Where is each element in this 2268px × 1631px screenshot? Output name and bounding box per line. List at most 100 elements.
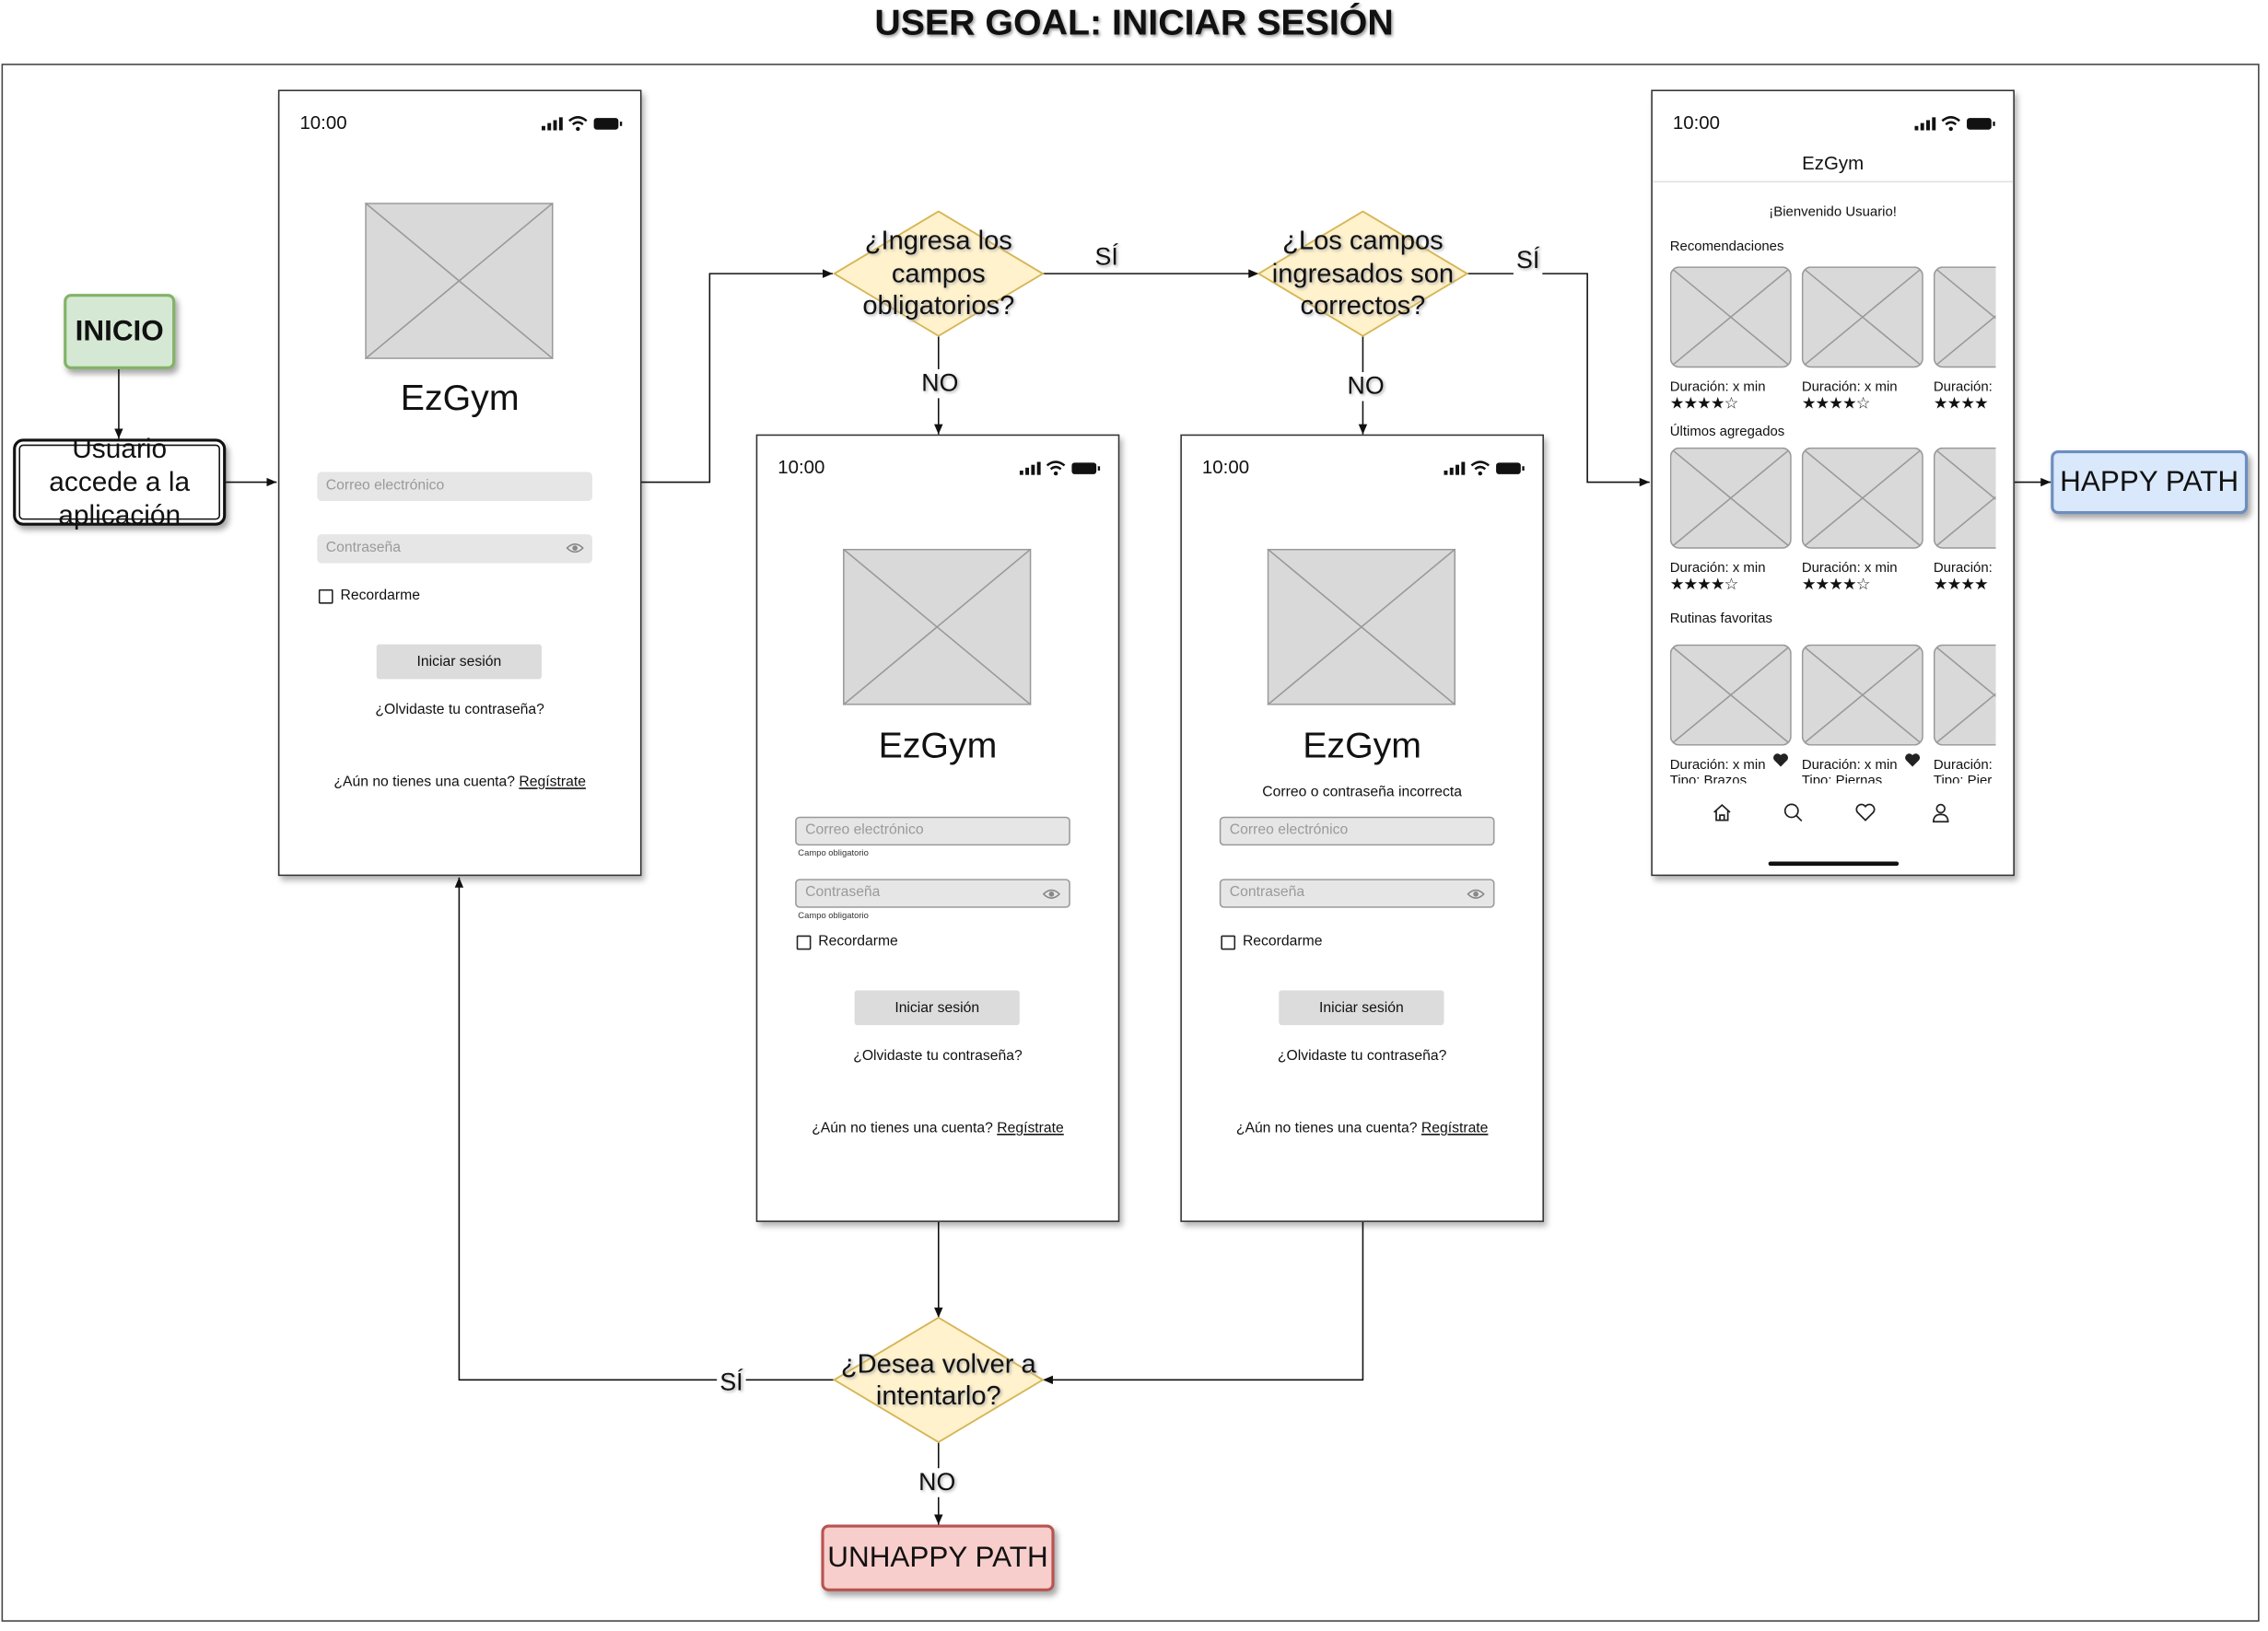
status-icons — [542, 116, 623, 132]
routine-card[interactable]: Duración: Tipo: Pier — [1933, 644, 1996, 784]
status-icons — [1914, 116, 1995, 132]
home-title: EzGym — [1802, 152, 1865, 174]
card-duration: Duración: x min — [1801, 379, 1898, 396]
login-button[interactable]: Iniciar sesión — [1279, 990, 1444, 1026]
user-access-node: Usuario accede a la aplicación — [13, 434, 227, 530]
status-time: 10:00 — [777, 456, 825, 478]
password-placeholder: Contraseña — [805, 884, 881, 901]
email-field[interactable]: Correo electrónico — [795, 816, 1070, 846]
signup-link[interactable]: Regístrate — [1420, 1120, 1489, 1137]
card-image — [1801, 266, 1923, 368]
login-button[interactable]: Iniciar sesión — [376, 644, 543, 680]
email-field[interactable]: Correo electrónico — [317, 472, 593, 501]
password-placeholder: Contraseña — [325, 540, 402, 556]
card-rating: ★★★★☆ — [1801, 395, 1870, 412]
card-duration: Duración: — [1933, 757, 1993, 774]
routine-card[interactable]: Duración: x min ★★★★☆ — [1669, 447, 1792, 592]
status-time: 10:00 — [1672, 111, 1721, 134]
signup-text: ¿Aún no tienes una cuenta? — [812, 1120, 993, 1137]
image-placeholder — [843, 548, 1032, 705]
heart-icon[interactable] — [1853, 800, 1876, 823]
bottom-nav — [1653, 800, 2013, 833]
card-type: Tipo: Brazos — [1669, 773, 1748, 784]
routine-card[interactable]: Duración: x min Tipo: Brazos — [1669, 644, 1792, 784]
forgot-password-link[interactable]: ¿Olvidaste tu contraseña? — [1277, 1048, 1447, 1065]
remember-checkbox[interactable]: Recordarme — [796, 934, 898, 950]
recommendations-row: Duración: x min ★★★★☆ Duración: x min ★★… — [1669, 266, 1996, 412]
section-favorites: Rutinas favoritas — [1669, 611, 1773, 627]
remember-checkbox[interactable]: Recordarme — [1221, 934, 1322, 949]
eye-icon[interactable] — [566, 542, 584, 554]
error-message: Correo o contraseña incorrecta — [1262, 785, 1463, 801]
search-icon[interactable] — [1782, 800, 1805, 823]
signup-prompt: ¿Aún no tienes una cuenta? Regístrate — [1182, 1121, 1542, 1136]
card-image — [1669, 644, 1792, 746]
forgot-password-link[interactable]: ¿Olvidaste tu contraseña? — [853, 1048, 1023, 1065]
required-hint: Campo obligatorio — [798, 849, 869, 859]
email-field[interactable]: Correo electrónico — [1219, 816, 1495, 846]
password-field[interactable]: Contraseña — [1219, 879, 1495, 908]
home-indicator — [1768, 861, 1900, 867]
status-icons — [1444, 460, 1525, 476]
routine-card[interactable]: Duración: ★★★★ — [1933, 447, 1996, 592]
eye-icon[interactable] — [1467, 888, 1485, 901]
image-placeholder — [1267, 548, 1456, 705]
forgot-password-link[interactable]: ¿Olvidaste tu contraseña? — [375, 702, 544, 718]
heart-icon[interactable] — [1904, 753, 1921, 768]
brand-title: EzGym — [1303, 725, 1422, 766]
card-image — [1801, 447, 1923, 549]
heart-icon[interactable] — [1772, 753, 1788, 768]
diagram-title: USER GOAL: INICIAR SESIÓN — [874, 3, 1394, 44]
checkbox-box[interactable] — [796, 934, 812, 949]
card-image — [1669, 266, 1792, 368]
routine-card[interactable]: Duración: x min ★★★★☆ — [1801, 266, 1923, 412]
signup-prompt: ¿Aún no tienes una cuenta? Regístrate — [757, 1121, 1117, 1136]
card-type: Tipo: Pier — [1933, 773, 1993, 784]
image-placeholder — [365, 203, 554, 359]
routine-card[interactable]: Duración: x min ★★★★☆ — [1669, 266, 1792, 412]
happy-path-node: HAPPY PATH — [2051, 449, 2249, 515]
password-field[interactable]: Contraseña — [317, 534, 593, 564]
routine-card[interactable]: Duración: ★★★★ — [1933, 266, 1996, 412]
edge-label-yes: SÍ — [1513, 246, 1543, 275]
checkbox-box[interactable] — [1221, 934, 1236, 949]
home-screen: 10:00 EzGym ¡Bienvenido Usuario! Recomen… — [1651, 89, 2015, 877]
login-screen: 10:00 EzGym Correo electrónico Contraseñ… — [277, 89, 642, 877]
home-icon[interactable] — [1711, 800, 1734, 823]
edge-label-no: NO — [916, 1468, 959, 1497]
eye-icon[interactable] — [1042, 888, 1060, 901]
signup-link[interactable]: Regístrate — [519, 775, 586, 791]
remember-label: Recordarme — [818, 934, 898, 950]
section-latest: Últimos agregados — [1669, 424, 1785, 440]
card-duration: Duración: x min — [1669, 379, 1766, 396]
card-rating: ★★★★☆ — [1801, 576, 1870, 593]
routine-card[interactable]: Duración: x min Tipo: Piernas — [1801, 644, 1923, 784]
edge-label-no: NO — [1344, 372, 1387, 402]
card-duration: Duración: x min — [1669, 757, 1766, 774]
brand-title: EzGym — [400, 378, 520, 419]
edge-label-yes: SÍ — [717, 1368, 746, 1398]
password-field[interactable]: Contraseña — [795, 879, 1070, 908]
signup-link[interactable]: Regístrate — [997, 1120, 1064, 1137]
card-duration: Duración: x min — [1801, 757, 1898, 774]
status-time: 10:00 — [299, 111, 347, 134]
card-duration: Duración: — [1933, 379, 1993, 396]
login-screen-error: 10:00 EzGym Correo o contraseña incorrec… — [1180, 434, 1544, 1222]
checkbox-box[interactable] — [318, 588, 333, 603]
card-rating: ★★★★☆ — [1669, 395, 1738, 412]
status-time: 10:00 — [1201, 456, 1250, 478]
card-duration: Duración: x min — [1801, 560, 1898, 577]
start-node: INICIO — [64, 294, 176, 369]
card-duration: Duración: — [1933, 560, 1993, 577]
diagram-frame — [1, 64, 2260, 1622]
user-icon[interactable] — [1929, 800, 1952, 823]
routine-card[interactable]: Duración: x min ★★★★☆ — [1801, 447, 1923, 593]
login-button[interactable]: Iniciar sesión — [854, 990, 1020, 1026]
card-image — [1933, 266, 1996, 368]
welcome-text: ¡Bienvenido Usuario! — [1769, 204, 1897, 220]
remember-label: Recordarme — [340, 588, 420, 604]
remember-checkbox[interactable]: Recordarme — [318, 588, 420, 604]
card-image — [1933, 447, 1996, 549]
card-image — [1801, 644, 1923, 746]
